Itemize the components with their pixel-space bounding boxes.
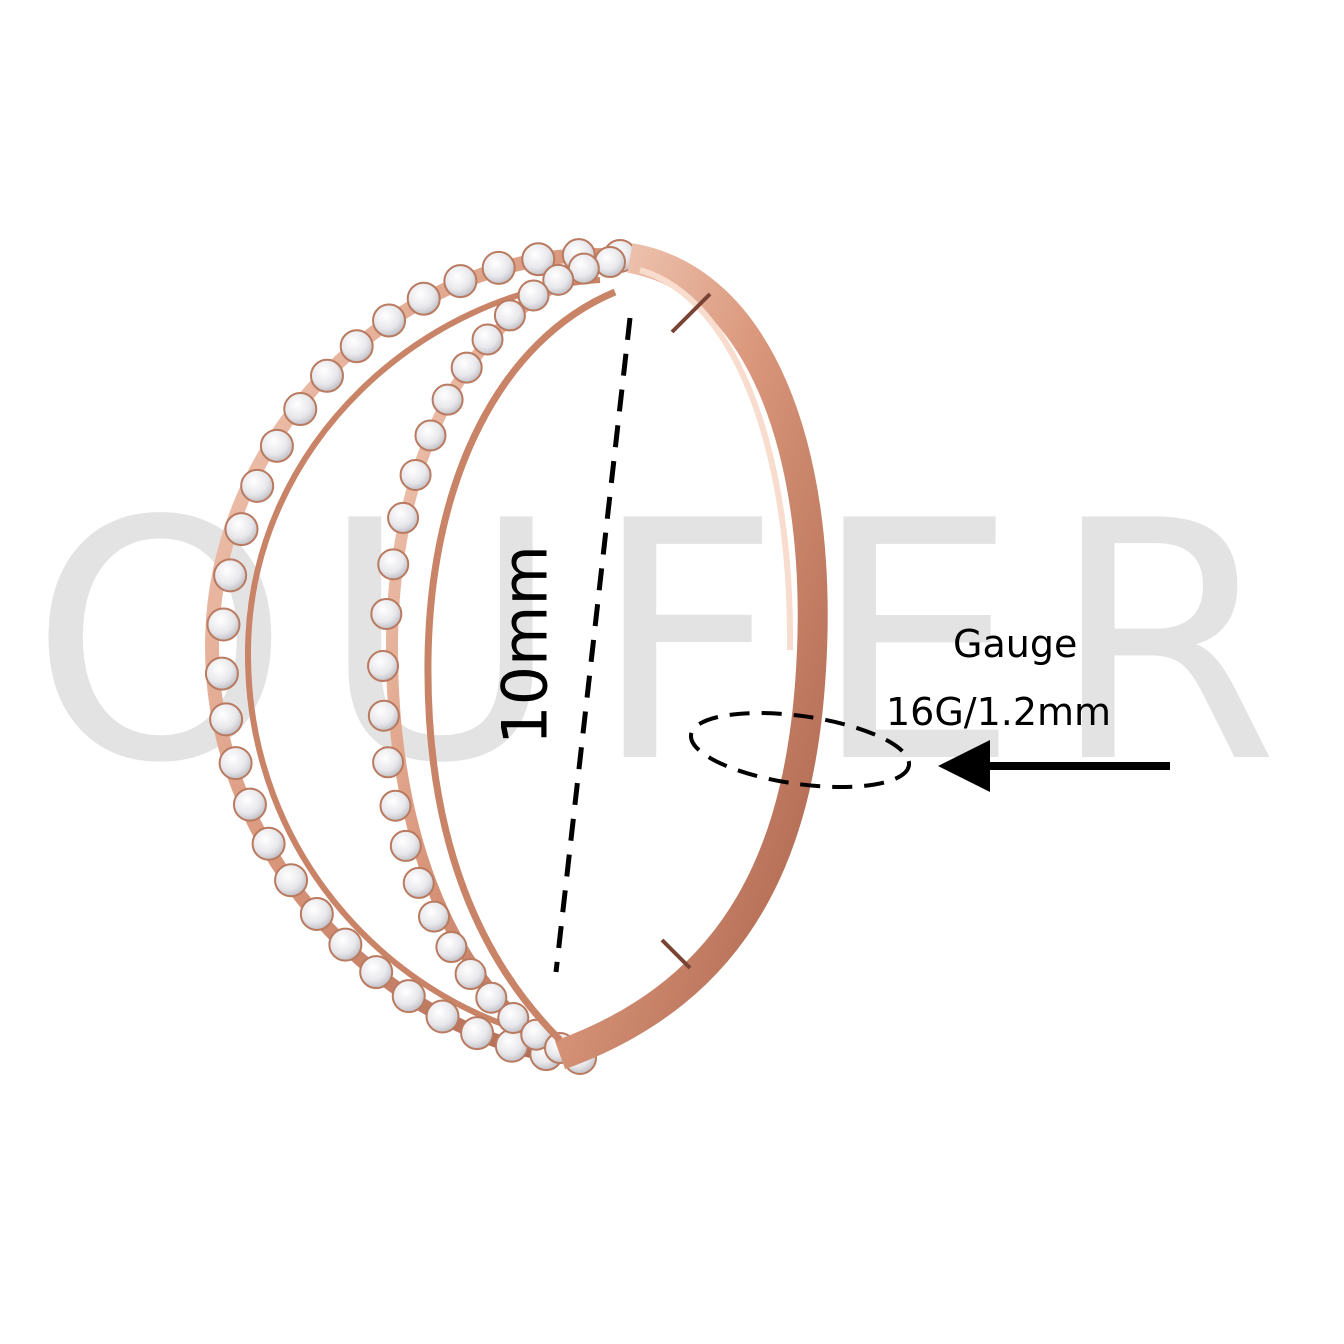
stone — [370, 597, 403, 630]
stone — [328, 927, 363, 962]
stone — [450, 351, 483, 384]
stone — [206, 607, 241, 642]
stone — [443, 264, 478, 299]
outer-stones-group — [204, 238, 637, 1075]
stone — [309, 358, 344, 393]
stone — [259, 428, 294, 463]
stone — [475, 981, 508, 1014]
stone — [517, 279, 550, 312]
stone — [402, 866, 435, 899]
stone — [471, 323, 504, 356]
stone — [594, 246, 626, 278]
stone — [387, 501, 420, 534]
arrow-left-icon — [938, 740, 1170, 792]
stone — [339, 329, 374, 364]
stone — [418, 900, 451, 933]
plain-hoop — [554, 243, 828, 1070]
stone — [414, 419, 447, 452]
diameter-line — [553, 317, 633, 973]
dashed-ellipse-icon — [688, 711, 912, 789]
stone — [391, 979, 426, 1014]
stone — [406, 281, 441, 316]
stone — [204, 656, 239, 691]
stone — [213, 558, 248, 593]
stone — [497, 1001, 530, 1034]
hinge-bottom — [660, 938, 692, 970]
stone — [240, 468, 275, 503]
outer-band-inner-rail — [244, 277, 601, 1043]
stone — [359, 955, 394, 990]
stone — [299, 896, 334, 931]
stone — [209, 702, 244, 737]
stone — [283, 392, 318, 427]
plain-hoop-highlight — [639, 267, 794, 651]
stone — [379, 789, 412, 822]
stone — [399, 458, 432, 491]
stone — [224, 512, 259, 547]
stone — [372, 746, 405, 779]
stone — [377, 548, 410, 581]
stone — [542, 263, 575, 296]
stone — [431, 383, 464, 416]
stone — [367, 650, 400, 683]
hinge-top — [670, 292, 712, 334]
stone — [481, 250, 516, 285]
diameter-label: 10mm — [488, 545, 562, 745]
stone — [435, 931, 468, 964]
stone — [521, 242, 556, 277]
stone — [232, 787, 267, 822]
plain-hoop-inner — [424, 288, 617, 1043]
stone — [218, 746, 253, 781]
gauge-title: Gauge — [953, 622, 1078, 666]
stone — [389, 829, 422, 862]
stone — [425, 999, 460, 1034]
stone — [251, 826, 286, 861]
stone — [367, 699, 400, 732]
stone — [454, 958, 487, 991]
stone — [460, 1016, 495, 1051]
stone — [493, 299, 526, 332]
gauge-value: 16G/1.2mm — [886, 690, 1112, 734]
middle-stones-group — [367, 246, 626, 1064]
stone — [274, 863, 309, 898]
stone — [372, 303, 407, 338]
